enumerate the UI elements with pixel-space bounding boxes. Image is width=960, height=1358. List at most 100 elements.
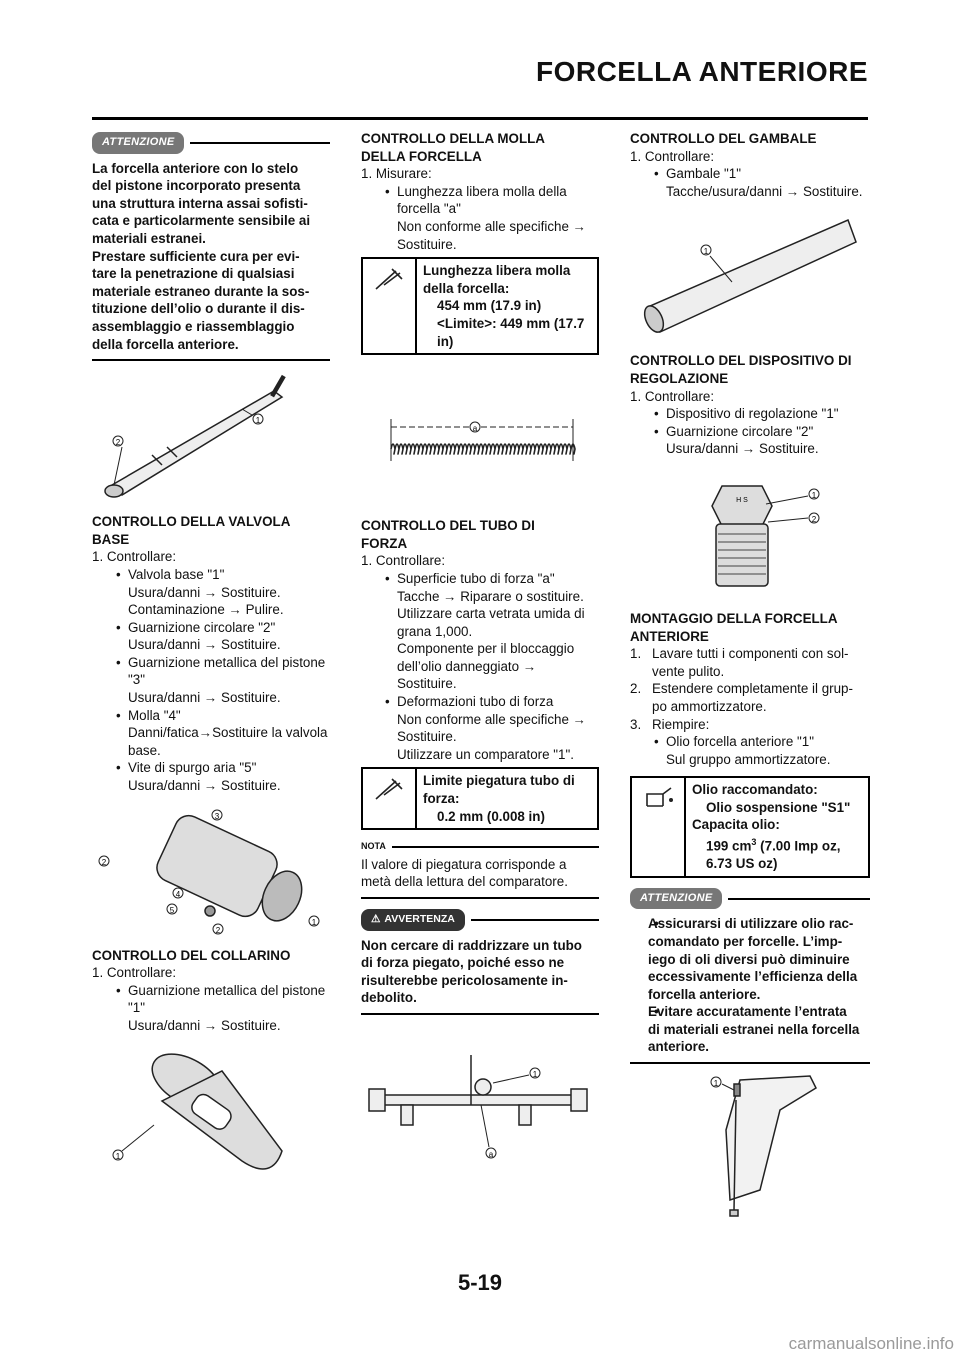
svg-text:5: 5 <box>170 906 175 915</box>
collar-step: 1. Controllare: <box>92 965 177 981</box>
assembly-step: 3.Riempire: <box>630 716 710 732</box>
list-line: Non conforme alle specifiche → <box>397 218 587 234</box>
collar-figure: 1 <box>112 1052 283 1170</box>
outer-tube-figure: 1 <box>643 219 857 334</box>
list-line: Sostituire. <box>397 236 457 252</box>
list-line: Sostituire. <box>397 729 457 745</box>
tube-step: 1. Controllare: <box>361 553 446 569</box>
list-line: Componente per il bloccaggio <box>397 641 575 657</box>
svg-text:1: 1 <box>704 247 709 256</box>
warning-icon: ⚠ <box>371 913 381 925</box>
base-valve-figure: 3 2 4 5 2 1 <box>98 809 320 935</box>
list-item: Guarnizione metallica del pistone <box>92 982 330 1000</box>
list-line: Tacche/usura/danni → Sostituire. <box>666 183 863 199</box>
list-item: Guarnizione circolare "2" <box>92 619 330 637</box>
outer-tube-step: 1. Controllare: <box>630 148 715 164</box>
svg-text:1: 1 <box>714 1079 719 1088</box>
svg-text:1: 1 <box>116 1152 121 1161</box>
list-line: "1" <box>128 1000 145 1016</box>
list-line: base. <box>128 742 161 758</box>
svg-text:1: 1 <box>812 491 817 500</box>
caution-header: ATTENZIONE <box>92 132 330 154</box>
list-item: Guarnizione circolare "2" <box>630 423 870 441</box>
svg-text:1: 1 <box>256 416 261 425</box>
list-line: grana 1,000. <box>397 623 473 639</box>
oil-can-icon <box>646 787 673 808</box>
list-line: Usura/danni → Sostituire. <box>128 690 281 706</box>
watermark: carmanualsonline.info <box>788 1334 954 1353</box>
list-line: Utilizzare un comparatore "1". <box>397 746 574 762</box>
svg-text:2: 2 <box>102 858 107 867</box>
assembly-step: 1.Lavare tutti i componenti con sol-vent… <box>630 646 849 679</box>
spec-box-oil: Olio raccomandato: Olio sospensione "S1"… <box>630 776 870 878</box>
warning-header: ⚠AVVERTENZA <box>361 909 599 931</box>
spring-figure: a <box>390 419 576 462</box>
list-item: Olio forcella anteriore "1" <box>630 733 870 751</box>
list-line: Contaminazione → Pulire. <box>128 602 284 618</box>
list-item: Dispositivo di regolazione "1" <box>630 405 870 423</box>
list-line: Usura/danni → Sostituire. <box>128 637 281 653</box>
list-line: Sul gruppo ammortizzatore. <box>666 751 831 767</box>
caliper-icon <box>375 268 403 290</box>
svg-text:3: 3 <box>215 812 220 821</box>
list-line: Usura/danni → Sostituire. <box>666 441 819 457</box>
svg-text:4: 4 <box>176 890 181 899</box>
list-line: Usura/danni → Sostituire. <box>128 778 281 794</box>
list-line: forcella "a" <box>397 201 461 217</box>
base-step: 1. Controllare: <box>92 549 177 565</box>
list-item: Assicurarsi di utilizzare olio rac-coman… <box>630 915 870 1003</box>
list-line: Usura/danni → Sostituire. <box>128 1018 281 1033</box>
base-valve-rod-figure: 1 2 <box>104 374 286 498</box>
svg-text:2: 2 <box>116 438 121 447</box>
caution-header: ATTENZIONE <box>630 887 870 910</box>
list-line: Tacche → Riparare o sostituire. <box>397 588 584 604</box>
list-item: Molla "4" <box>92 707 330 725</box>
list-item: Lunghezza libera molla della <box>361 183 599 201</box>
list-item: Valvola base "1" <box>92 566 330 584</box>
list-line: "3" <box>128 672 145 688</box>
svg-text:1: 1 <box>533 1070 538 1079</box>
column-3: CONTROLLO DEL GAMBALE 1. Controllare: Ga… <box>630 130 870 1226</box>
svg-text:a: a <box>473 424 478 433</box>
header-rule <box>92 117 868 120</box>
page-number: 5-19 <box>457 1270 503 1295</box>
svg-text:a: a <box>489 1150 494 1159</box>
warning-label: AVVERTENZA <box>384 913 455 925</box>
caution-text: Assicurarsi di utilizzare olio rac-coman… <box>630 915 870 1056</box>
note-header: NOTA <box>361 838 599 856</box>
collar-heading: CONTROLLO DEL COLLARINO <box>92 947 291 963</box>
page-title: FORCELLA ANTERIORE <box>535 56 868 87</box>
list-line: Usura/danni → Sostituire. <box>128 584 281 600</box>
list-line: Non conforme alle specifiche → <box>397 711 587 727</box>
svg-text:H S: H S <box>736 497 748 504</box>
svg-text:1: 1 <box>312 918 317 927</box>
list-item: Guarnizione metallica del pistone <box>92 654 330 672</box>
column-1: ATTENZIONE La forcella anteriore con lo … <box>92 130 330 1197</box>
list-item: Deformazioni tubo di forza <box>361 693 599 711</box>
caution-label: ATTENZIONE <box>630 887 723 910</box>
list-item: Vite di spurgo aria "5" <box>92 759 330 777</box>
caution-label: ATTENZIONE <box>92 132 185 154</box>
outer-tube-heading: CONTROLLO DEL GAMBALE <box>630 131 817 146</box>
adjuster-figure: H S 1 2 <box>711 485 820 587</box>
list-item: Superficie tubo di forza "a" <box>361 570 599 588</box>
list-line: dell’olio danneggiato → Sostituire. <box>397 658 537 692</box>
caliper-icon <box>375 778 403 801</box>
dial-gauge-figure: 1 a <box>368 1054 588 1159</box>
oil-fill-figure: 1 <box>710 1075 817 1217</box>
svg-text:2: 2 <box>216 926 221 935</box>
svg-text:2: 2 <box>812 515 817 524</box>
adjuster-step: 1. Controllare: <box>630 388 715 404</box>
